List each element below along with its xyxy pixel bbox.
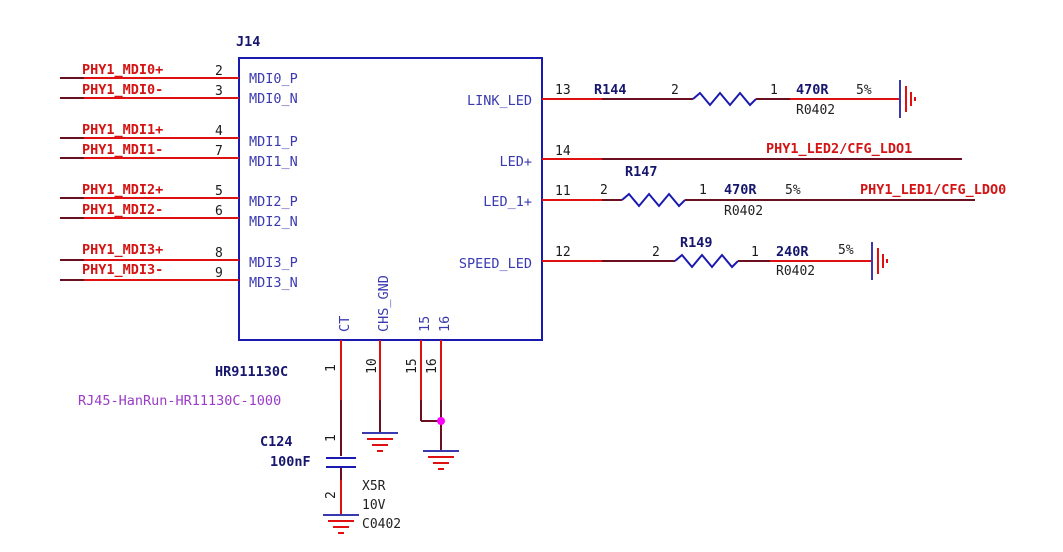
svg-text:MDI1_N: MDI1_N (249, 154, 298, 170)
gnd-shield-icon (423, 450, 459, 470)
svg-text:X5R: X5R (362, 479, 386, 494)
resistor-r149[interactable]: R149 2 1 240R 5% R0402 (542, 235, 872, 279)
capacitor-c124[interactable]: C124 100nF 1 2 X5R 10V C0402 (260, 434, 401, 532)
gnd-cap-icon (323, 514, 359, 534)
part-number: HR911130C (215, 364, 288, 380)
svg-text:MDI2_P: MDI2_P (249, 194, 298, 210)
svg-text:LINK_LED: LINK_LED (467, 93, 532, 109)
svg-text:R0402: R0402 (776, 264, 815, 279)
svg-text:LED+: LED+ (499, 154, 532, 170)
svg-text:R0402: R0402 (796, 103, 835, 118)
svg-text:R0402: R0402 (724, 204, 763, 219)
net-label-mdi1n[interactable]: PHY1_MDI1- (82, 142, 163, 158)
svg-text:MDI1_P: MDI1_P (249, 134, 298, 150)
svg-text:5%: 5% (838, 243, 854, 258)
left-pin-numbers: 2 3 4 7 5 6 8 9 (215, 64, 223, 281)
resistor-r147-refdes: R147 (625, 164, 658, 180)
svg-text:14: 14 (555, 144, 571, 159)
capacitor-refdes: C124 (260, 434, 293, 450)
net-label-mdi2p[interactable]: PHY1_MDI2+ (82, 182, 163, 198)
resistor-r149-body (674, 253, 739, 269)
svg-text:4: 4 (215, 124, 223, 139)
gnd-r144-icon (899, 80, 916, 118)
net-label-led2: PHY1_LED2/CFG_LDO1 (766, 141, 912, 157)
svg-text:10: 10 (365, 358, 380, 374)
svg-text:9: 9 (215, 266, 223, 281)
svg-text:15: 15 (417, 316, 433, 332)
resistor-r147[interactable]: R147 2 1 470R 5% R0402 PHY1_LED1/CFG_LDO… (542, 164, 1006, 219)
resistor-r147-value: 470R (724, 182, 757, 198)
resistor-r144-value: 470R (796, 82, 829, 98)
svg-text:MDI3_N: MDI3_N (249, 275, 298, 291)
svg-text:10V: 10V (362, 498, 386, 513)
svg-text:1: 1 (324, 434, 339, 442)
svg-text:MDI2_N: MDI2_N (249, 214, 298, 230)
right-pin-names: LINK_LED LED+ LED_1+ SPEED_LED (459, 93, 532, 272)
svg-text:2: 2 (215, 64, 223, 79)
left-pin-names: MDI0_P MDI0_N MDI1_P MDI1_N MDI2_P MDI2_… (249, 71, 298, 291)
svg-text:13: 13 (555, 83, 571, 98)
resistor-r149-value: 240R (776, 244, 809, 260)
net-label-mdi2n[interactable]: PHY1_MDI2- (82, 202, 163, 218)
svg-text:MDI3_P: MDI3_P (249, 255, 298, 271)
svg-text:5%: 5% (856, 83, 872, 98)
svg-text:CHS_GND: CHS_GND (376, 275, 392, 332)
svg-text:16: 16 (425, 358, 440, 374)
resistor-r149-refdes: R149 (680, 235, 713, 251)
svg-text:11: 11 (555, 184, 571, 199)
bottom-pin-numbers: 1 10 15 16 (324, 358, 440, 374)
svg-text:SPEED_LED: SPEED_LED (459, 256, 532, 272)
svg-text:1: 1 (770, 83, 778, 98)
svg-text:2: 2 (600, 183, 608, 198)
svg-text:MDI0_N: MDI0_N (249, 91, 298, 107)
pins-15-16-wire (420, 340, 442, 450)
svg-text:LED_1+: LED_1+ (483, 194, 532, 210)
svg-text:1: 1 (699, 183, 707, 198)
net-led2[interactable]: PHY1_LED2/CFG_LDO1 (542, 141, 962, 160)
resistor-r144[interactable]: R144 2 1 470R 5% R0402 (542, 82, 900, 118)
svg-text:2: 2 (671, 83, 679, 98)
resistor-r144-body (692, 91, 757, 107)
resistor-r144-refdes: R144 (594, 82, 627, 98)
connector-refdes: J14 (236, 34, 260, 50)
svg-text:C0402: C0402 (362, 517, 401, 532)
svg-text:1: 1 (751, 245, 759, 260)
svg-text:2: 2 (652, 245, 660, 260)
net-label-mdi3n[interactable]: PHY1_MDI3- (82, 262, 163, 278)
net-label-mdi1p[interactable]: PHY1_MDI1+ (82, 122, 163, 138)
resistor-r147-body (621, 192, 686, 208)
net-label-mdi0n[interactable]: PHY1_MDI0- (82, 82, 163, 98)
svg-text:CT: CT (337, 316, 353, 332)
part-description: RJ45-HanRun-HR11130C-1000 (78, 393, 281, 409)
net-label-mdi3p[interactable]: PHY1_MDI3+ (82, 242, 163, 258)
svg-text:15: 15 (405, 358, 420, 374)
svg-text:8: 8 (215, 246, 223, 261)
capacitor-value: 100nF (270, 454, 311, 470)
left-pin-wires (60, 77, 239, 281)
junction-dot (437, 417, 445, 425)
svg-text:2: 2 (324, 491, 339, 499)
svg-text:MDI0_P: MDI0_P (249, 71, 298, 87)
svg-text:12: 12 (555, 245, 571, 260)
bottom-pin-names: CT CHS_GND 15 16 (337, 275, 453, 332)
net-label-led1: PHY1_LED1/CFG_LDO0 (860, 182, 1006, 198)
svg-text:1: 1 (324, 364, 339, 372)
svg-text:5: 5 (215, 184, 223, 199)
right-pin-numbers: 13 14 11 12 (555, 83, 571, 260)
svg-text:3: 3 (215, 84, 223, 99)
svg-text:6: 6 (215, 204, 223, 219)
gnd-r149-icon (871, 242, 888, 280)
svg-text:5%: 5% (785, 183, 801, 198)
gnd-chs-icon (362, 432, 398, 452)
left-net-labels: PHY1_MDI0+ PHY1_MDI0- PHY1_MDI1+ PHY1_MD… (82, 62, 163, 278)
net-label-mdi0p[interactable]: PHY1_MDI0+ (82, 62, 163, 78)
svg-text:16: 16 (437, 316, 453, 332)
svg-text:7: 7 (215, 144, 223, 159)
